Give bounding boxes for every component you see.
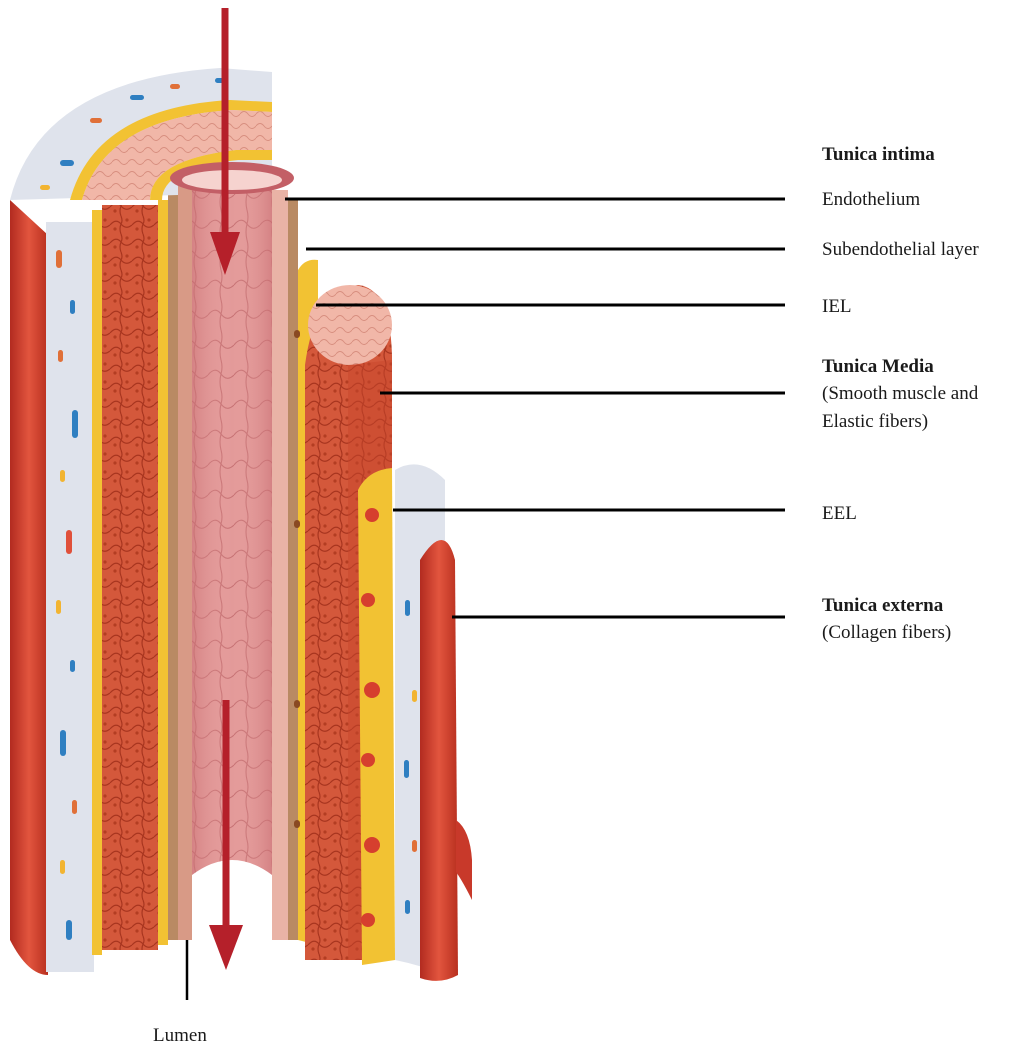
outer-wall-right [420, 540, 458, 981]
label-tunica-media-desc-2: Elastic fibers) [822, 408, 928, 435]
label-endothelium: Endothelium [822, 186, 920, 213]
label-tunica-externa: Tunica externa [822, 592, 943, 619]
adventitia-left [46, 222, 94, 972]
label-lumen: Lumen [153, 1022, 207, 1049]
label-tunica-externa-desc: (Collagen fibers) [822, 619, 951, 646]
label-subendothelial-layer: Subendothelial layer [822, 236, 979, 263]
label-tunica-media: Tunica Media [822, 353, 934, 380]
lumen-inner-wall [170, 162, 298, 940]
branch-vessel [456, 820, 472, 900]
right-step-externa [395, 464, 472, 981]
arrow-down-icon [209, 925, 243, 970]
label-tunica-intima: Tunica intima [822, 141, 935, 168]
label-iel: IEL [822, 293, 852, 320]
right-step-eel [358, 468, 395, 965]
outer-wall-left [10, 200, 48, 975]
subendothelial-strip [178, 185, 192, 940]
label-tunica-media-desc-1: (Smooth muscle and [822, 380, 978, 407]
eel-left [92, 210, 102, 955]
media-top-face [308, 285, 392, 365]
left-vessel-wall [10, 195, 178, 975]
iel-left [158, 200, 168, 945]
label-eel: EEL [822, 500, 857, 527]
media-left [102, 205, 158, 950]
